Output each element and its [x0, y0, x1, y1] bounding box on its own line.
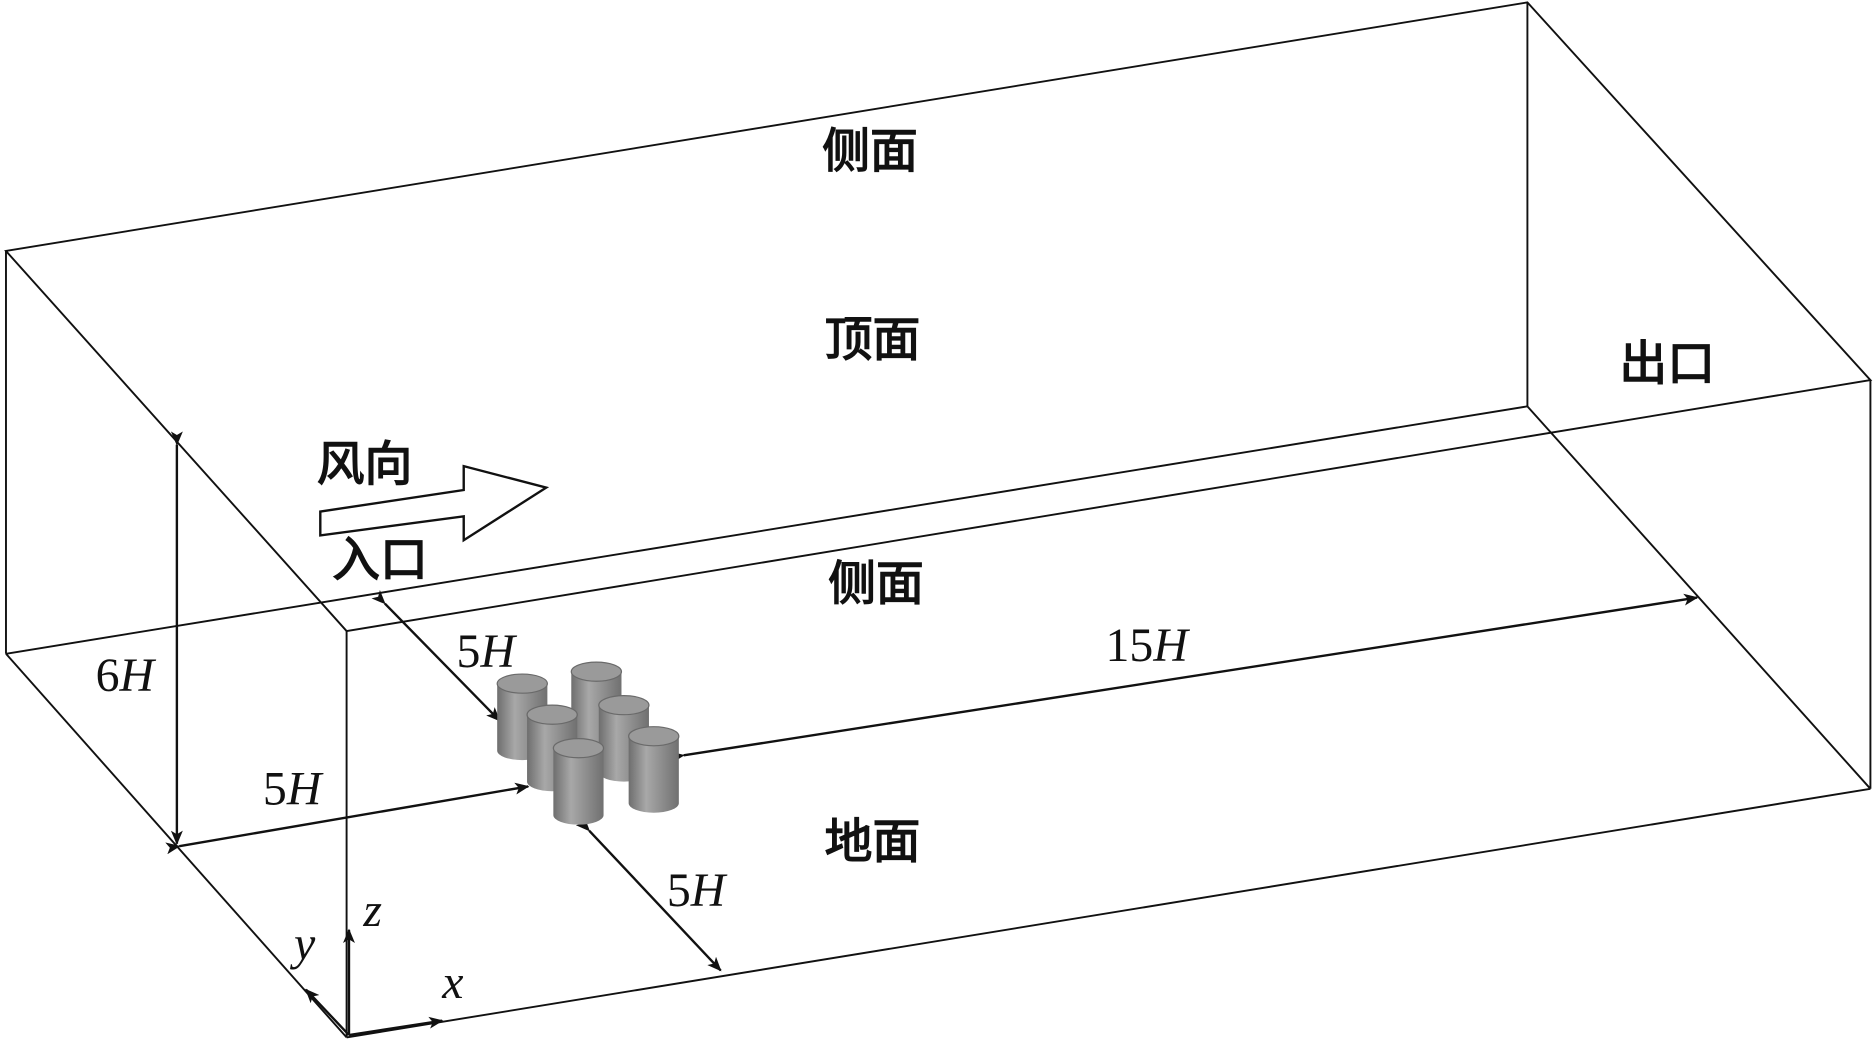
coordinate-axes [305, 928, 444, 1037]
label-outlet: 出口 [1619, 337, 1715, 392]
label-side-top: 侧面 [822, 124, 918, 179]
downstream-dimension [669, 593, 1699, 764]
axis-label-y: y [290, 918, 316, 971]
wind-arrow [319, 464, 550, 543]
dim-label-inlet: 5H [457, 625, 518, 678]
side-left-dimension [165, 782, 530, 855]
dim-label-side-left: 5H [263, 762, 324, 815]
label-top: 顶面 [825, 313, 921, 368]
inlet-dimension [371, 589, 501, 722]
dim-label-side-front: 5H [667, 864, 728, 917]
labels: 侧面 顶面 出口 风向 入口 侧面 地面 15H 5H 6H 5H 5H z y… [96, 124, 1715, 1009]
domain-box [4, 1, 1873, 1039]
cylinder-building [552, 738, 605, 825]
axis-label-z: z [362, 884, 382, 937]
building-cylinders [496, 661, 680, 825]
dimension-lines [165, 431, 1699, 972]
cylinder-building [628, 726, 680, 813]
label-wind-direction: 风向 [317, 437, 413, 492]
label-inlet: 入口 [332, 533, 428, 588]
dim-label-downstream: 15H [1106, 619, 1191, 672]
label-ground: 地面 [825, 815, 921, 870]
side-front-dimension [575, 816, 722, 972]
label-side-front: 侧面 [828, 557, 924, 612]
dim-label-height: 6H [96, 649, 157, 702]
axis-label-x: x [441, 956, 463, 1009]
